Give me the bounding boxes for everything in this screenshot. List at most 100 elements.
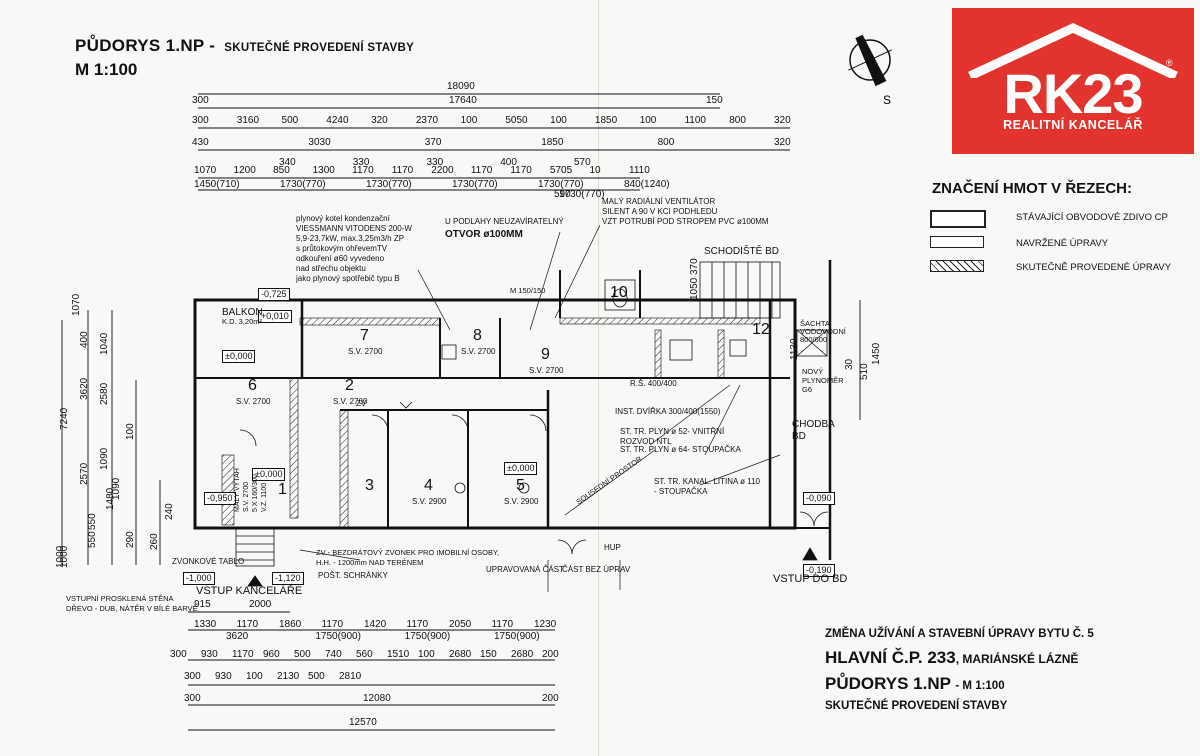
glass-wall-note: DŘEVO - DUB, NÁTĚR V BÍLÉ BARVĚ [66,604,198,613]
project-town: , MARIÁNSKÉ LÁZNĚ [955,652,1079,666]
dimension-value: 1170 [232,649,254,660]
dimension-value: 1750(900) [315,631,361,642]
dimension-value: 2810 [339,671,362,682]
dimension-value: 1730(770) [280,179,326,190]
dimension-value: 2580 [99,382,110,405]
room-number: 7 [360,327,369,344]
drawing-name: PŮDORYS 1.NP - M 1:100 [825,674,1005,694]
dimension-value: 1230 [534,619,557,630]
dimension-value: 100 [639,115,657,126]
dimension-value: 320 [371,115,388,126]
level-mark: -0,090 [803,492,835,505]
room-number: 1 [278,481,287,498]
inspection-note: INST. DVÍŘKA 300/400(1550) [615,407,721,416]
dimension-value: 1850 [594,115,618,126]
dimension-value: 2680 [449,649,472,660]
dimension-value: 100 [125,423,136,440]
gasmeter-note: NOVÝ [802,367,824,376]
dimension-value: 2680 [511,649,534,660]
dimension-value: 1170 [470,165,493,176]
dimension-value: 800 [729,115,746,126]
dimension-value: 590 [554,189,571,200]
modified-part-label: UPRAVOVANÁ ČÁST [486,565,564,574]
dimension-value: 510 [859,363,870,380]
corridor-label: CHODBA [792,419,835,430]
dimension-value: 300 [184,693,201,704]
room-ceiling-height: S.V. 2700 [333,397,368,406]
top-dimension-lines [61,93,861,731]
level-mark: ±0,000 [252,468,286,481]
dimension-value: 500 [294,649,311,660]
boiler-note: VIESSMANN VITODENS 200-W [296,224,412,233]
level-mark: -0,950 [204,492,236,505]
entrance-steps [235,527,818,587]
main-gas-valve-label: HUP [604,543,621,552]
fan-note: MALÝ RADIÁLNÍ VENTILÁTOR [602,197,716,206]
dimension-value: 200 [542,649,559,660]
dimension-value: 1450(710) [194,179,240,190]
level-mark: -0,190 [803,564,835,577]
dimension-value: 1480 [105,487,116,510]
dimension-value: 1750(900) [404,631,451,642]
drawing-status: SKUTEČNÉ PROVEDENÍ STAVBY [825,700,1008,712]
room-ceiling-height: S.V. 2700 [348,347,383,356]
balcony-label: BALKON [222,307,263,318]
north-arrow-icon [848,34,892,87]
dimension-value: 150 [480,649,497,660]
dimension-value: 430 [192,137,209,148]
room-ceiling-height: S.V. 2700 [461,347,496,356]
dimension-value: 320 [774,137,791,148]
dimension-value: 370 [689,258,700,275]
dimension-value: 10 [589,165,601,176]
dimension-value: 1730(770) [559,189,605,200]
dimension-value: 1090 [99,447,110,470]
dimension-value: 560 [356,649,373,660]
dimension-value: 1730(770) [452,179,498,190]
floor-opening-note: U PODLAHY NEUZAVÍRATELNÝ [445,217,564,226]
gas-riser-note: ROZVOD NTL [620,437,672,446]
corridor-label: BD [792,431,806,442]
dimension-value: 1450 [871,342,882,365]
dimension-value: 1000 [55,545,66,568]
building-entrance-label: VSTUP DO BD [773,573,848,585]
sewer-riser-note: ST. TR. KANAL. LITINA ø 110 [654,477,760,486]
dimension-value: 320 [774,115,791,126]
dimension-value: 500 [308,671,325,682]
lift-note: MALÝ VÝTAH [234,468,241,512]
doorbell-mark: ZV [356,399,367,408]
dimension-value: 1730(770) [538,179,584,190]
dimension-value: 300 [184,671,201,682]
dimension-value: 2570 [79,462,90,485]
dimension-value: 1420 [364,619,387,630]
dimension-value: 960 [263,649,280,660]
duct-label: M 150/150 [510,286,546,295]
dimension-value: 3030 [308,137,331,148]
dimension-value: 400 [79,331,90,348]
room-number: 5 [516,477,525,494]
dimension-value: 1170 [236,619,259,630]
dimension-value: 1130 [789,338,800,360]
legend-title: ZNAČENÍ HMOT V ŘEZECH: [932,180,1132,197]
dimension-value: 1110 [629,165,650,176]
bell-panel-label: ZVONKOVÉ TABLO [172,557,245,566]
dimension-value: 915 [194,599,211,610]
dimension-value: 18090 [447,81,475,92]
dimension-value: 12570 [349,717,377,728]
dimension-value: 5050 [505,115,528,126]
dimension-value: 930 [201,649,218,660]
legend-swatch-hatched [930,260,984,272]
dimension-value: 100 [460,115,478,126]
staircase [699,261,781,319]
title-scale: M 1:100 [75,60,138,79]
dimension-value: 340 [279,157,296,168]
legend-label: NAVRŽENÉ ÚPRAVY [1016,238,1109,249]
dimension-value: 290 [125,531,136,548]
room-number: 8 [473,327,482,344]
project-title: ZMĚNA UŽÍVÁNÍ A STAVEBNÍ ÚPRAVY BYTU Č. … [825,628,1094,640]
dimension-value: 1070 [194,165,217,176]
room-ceiling-height: S.V. 2900 [504,497,539,506]
shaft-note: 800/600 [800,335,828,344]
new-walls [221,317,761,529]
